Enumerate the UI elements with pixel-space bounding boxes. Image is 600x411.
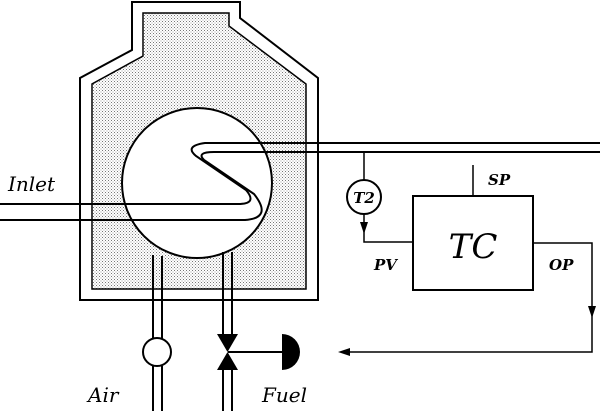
valve-actuator-icon (282, 334, 300, 370)
air-blower-icon (142, 337, 172, 367)
sp-label: SP (488, 171, 511, 189)
op-arrow-down (588, 306, 596, 318)
op-arrow-left (338, 348, 350, 356)
t2-label: T2 (353, 189, 375, 207)
op-signal (342, 242, 593, 353)
fuel-line (222, 252, 233, 411)
pv-signal (363, 214, 413, 243)
air-line (152, 255, 163, 411)
combustion-chamber (121, 107, 273, 259)
op-label: OP (549, 256, 574, 274)
fuel-label: Fuel (261, 383, 307, 407)
pv-arrow (360, 222, 368, 234)
pv-label: PV (373, 256, 398, 274)
inlet-label: Inlet (7, 172, 56, 196)
control-valve-icon (217, 334, 238, 370)
tc-label: TC (449, 227, 498, 267)
process-coil (0, 142, 600, 221)
air-label: Air (86, 383, 120, 407)
